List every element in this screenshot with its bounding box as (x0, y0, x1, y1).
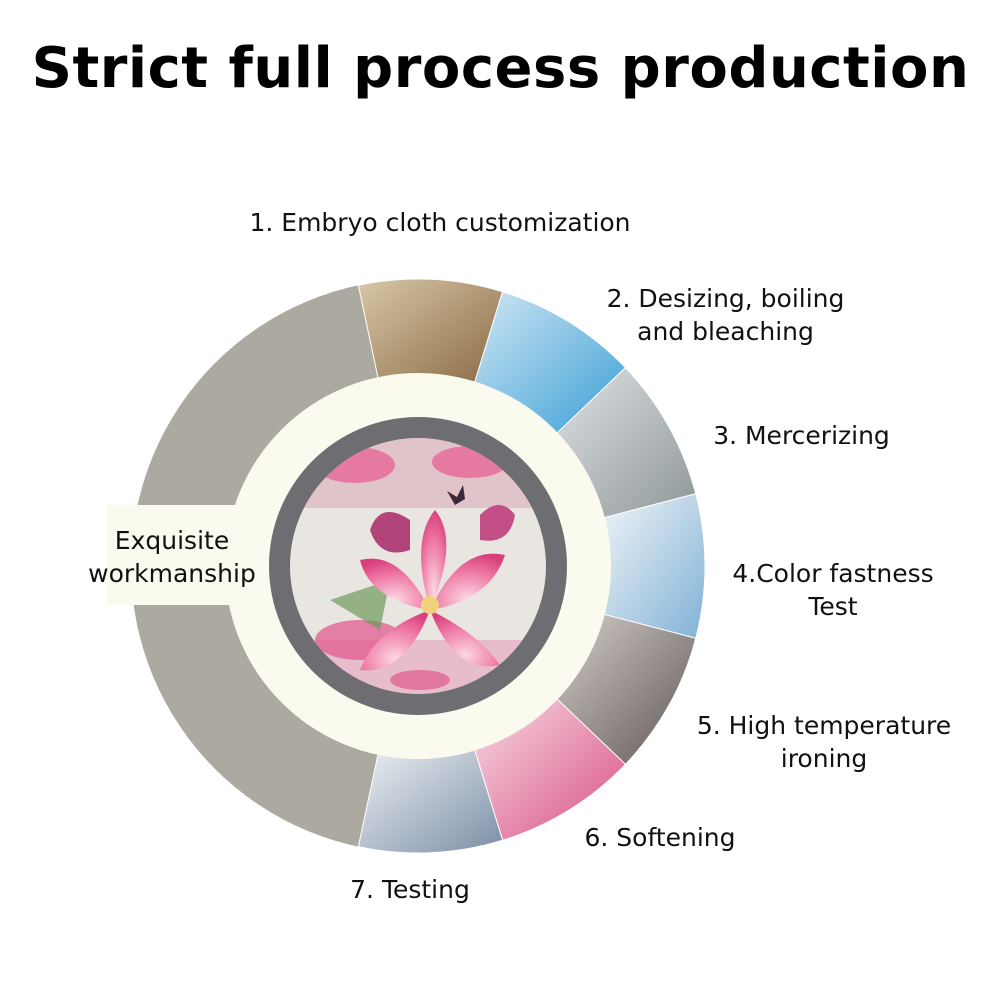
step-label-5-line2: ironing (780, 744, 868, 773)
center-label-tab (107, 505, 247, 605)
center-label-line1: Exquisite (114, 526, 230, 555)
step-label-1-line1: 1. Embryo cloth customization (249, 208, 631, 237)
page-title: Strict full process production (31, 36, 970, 101)
center-label: Exquisite workmanship (82, 524, 262, 590)
step-label-1: 1. Embryo cloth customization (240, 206, 640, 239)
step-label-4-line2: Test (808, 592, 858, 621)
center-label-line2: workmanship (88, 559, 256, 588)
step-label-3-line1: 3. Mercerizing (713, 421, 890, 450)
step-label-7-line1: 7. Testing (350, 875, 470, 904)
step-label-4-line1: 4.Color fastness (732, 559, 934, 588)
step-label-5-line1: 5. High temperature (696, 711, 952, 740)
step-label-7: 7. Testing (340, 873, 480, 906)
step-label-2: 2. Desizing, boiling and bleaching (598, 282, 853, 348)
step-photo-4 (601, 493, 706, 639)
step-label-6-line1: 6. Softening (584, 823, 736, 852)
step-label-2-line1: 2. Desizing, boiling (606, 284, 845, 313)
step-label-5: 5. High temperature ironing (688, 709, 960, 775)
step-label-4: 4.Color fastness Test (722, 557, 944, 623)
step-label-6: 6. Softening (575, 821, 745, 854)
step-label-2-line2: and bleaching (637, 317, 814, 346)
step-label-3: 3. Mercerizing (704, 419, 899, 452)
